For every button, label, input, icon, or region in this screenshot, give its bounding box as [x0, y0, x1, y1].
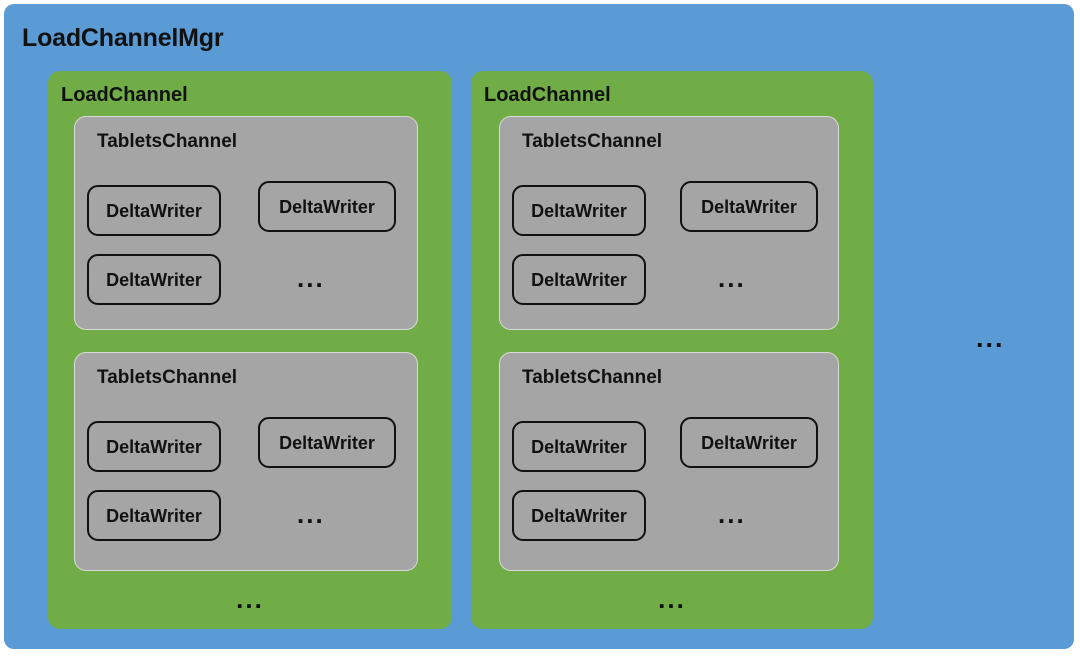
load-channel-title: LoadChannel [61, 84, 188, 106]
more-delta-writers-ellipsis: ... [297, 499, 325, 529]
load-channel-panel-2: LoadChannel TabletsChannel DeltaWriter D… [471, 71, 873, 629]
delta-writer-box: DeltaWriter [512, 421, 646, 472]
delta-writer-box: DeltaWriter [258, 417, 396, 468]
delta-writer-box: DeltaWriter [87, 421, 221, 472]
tablets-channel-title: TabletsChannel [97, 131, 238, 152]
load-channel-mgr-title: LoadChannelMgr [22, 24, 224, 52]
delta-writer-label: DeltaWriter [701, 196, 797, 217]
delta-writer-box: DeltaWriter [87, 254, 221, 305]
delta-writer-box: DeltaWriter [680, 417, 818, 468]
delta-writer-box: DeltaWriter [512, 490, 646, 541]
tablets-channel-title: TabletsChannel [522, 131, 663, 152]
delta-writer-label: DeltaWriter [531, 269, 627, 290]
delta-writer-label: DeltaWriter [106, 269, 202, 290]
delta-writer-label: DeltaWriter [701, 432, 797, 453]
delta-writer-label: DeltaWriter [531, 436, 627, 457]
delta-writer-label: DeltaWriter [106, 505, 202, 526]
load-channel-mgr-container: LoadChannelMgr LoadChannel TabletsChanne… [4, 4, 1074, 649]
tablets-channel-box: TabletsChannel DeltaWriter DeltaWriter D… [74, 352, 418, 571]
delta-writer-box: DeltaWriter [512, 254, 646, 305]
delta-writer-box: DeltaWriter [680, 181, 818, 232]
tablets-channel-title: TabletsChannel [97, 367, 238, 388]
delta-writer-label: DeltaWriter [531, 200, 627, 221]
load-channel-title: LoadChannel [484, 84, 611, 106]
delta-writer-label: DeltaWriter [531, 505, 627, 526]
delta-writer-label: DeltaWriter [106, 436, 202, 457]
delta-writer-label: DeltaWriter [106, 200, 202, 221]
delta-writer-label: DeltaWriter [279, 196, 375, 217]
tablets-channel-box: TabletsChannel DeltaWriter DeltaWriter D… [499, 352, 839, 571]
tablets-channel-box: TabletsChannel DeltaWriter DeltaWriter D… [74, 116, 418, 330]
more-delta-writers-ellipsis: ... [718, 263, 746, 293]
delta-writer-box: DeltaWriter [87, 490, 221, 541]
delta-writer-box: DeltaWriter [258, 181, 396, 232]
load-channel-panel-1: LoadChannel TabletsChannel DeltaWriter D… [48, 71, 452, 629]
delta-writer-box: DeltaWriter [87, 185, 221, 236]
more-delta-writers-ellipsis: ... [718, 499, 746, 529]
more-delta-writers-ellipsis: ... [297, 263, 325, 293]
more-tablets-channels-ellipsis: ... [236, 584, 264, 614]
delta-writer-box: DeltaWriter [512, 185, 646, 236]
delta-writer-label: DeltaWriter [279, 432, 375, 453]
more-load-channels-ellipsis: ... [976, 323, 1005, 353]
more-tablets-channels-ellipsis: ... [658, 584, 686, 614]
tablets-channel-title: TabletsChannel [522, 367, 663, 388]
tablets-channel-box: TabletsChannel DeltaWriter DeltaWriter D… [499, 116, 839, 330]
